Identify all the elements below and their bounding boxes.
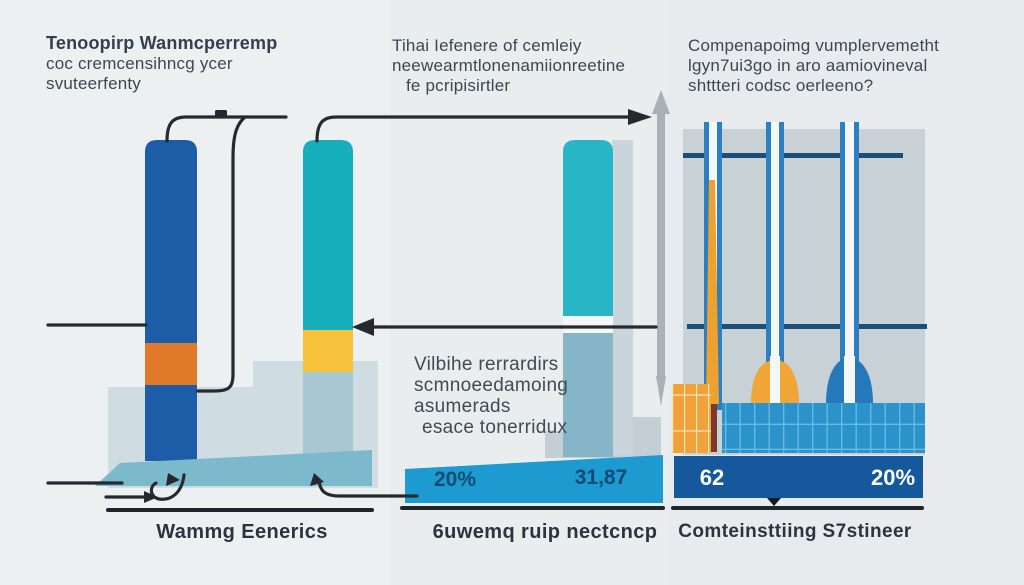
bar-teal <box>303 140 353 454</box>
vertical-range-arrow-icon <box>652 90 670 406</box>
background-column <box>612 140 633 455</box>
mosaic-orange <box>672 384 711 453</box>
note-top-left-line3: svuteerfenty <box>46 74 142 93</box>
wire-connector-tick <box>215 110 227 118</box>
wire-bar1-top <box>165 115 288 143</box>
bar-cyan-body <box>563 140 613 316</box>
small-arrow-down-icon <box>166 473 180 486</box>
note-middle: Vilbihe rerrardirs scmnoeedamoing asumer… <box>414 354 624 438</box>
bar-teal-submerged <box>303 372 353 454</box>
note-middle-line2: scmnoeedamoing <box>414 375 569 396</box>
mosaic-blue <box>722 403 925 453</box>
note-top-right: Compenapoimg vumplervemetht lgyn7ui3go i… <box>688 36 988 96</box>
right-banner-notch <box>767 498 781 506</box>
vertical-arrow-head-down <box>656 376 666 406</box>
note-top-middle-line3: fe pcripisirtler <box>406 76 511 95</box>
caption-right: Comteinsttiing S7stineer <box>678 521 912 542</box>
panel-line-top <box>683 153 903 158</box>
small-arrow-up-icon <box>310 473 324 486</box>
panel-line-bottom <box>687 324 927 329</box>
wires <box>46 115 658 501</box>
thermometer-maroon-tip <box>708 404 717 452</box>
thermometer-orange-wall-right <box>717 122 722 410</box>
thermometer-orange-fill <box>706 180 719 404</box>
note-top-right-line3: shttteri codsc oerleeno? <box>688 76 874 95</box>
thermometer-yellow-wall-right <box>779 122 784 364</box>
vertical-arrow-shaft <box>657 112 665 378</box>
middle-banner-left-value: 20% <box>433 468 477 491</box>
bulb-blue-stripe <box>844 356 855 404</box>
bar-orange-segment <box>145 343 197 385</box>
bar-dark-blue-body <box>145 140 197 461</box>
note-middle-line3: asumerads <box>414 396 511 417</box>
note-middle-line4: esace tonerridux <box>422 417 568 438</box>
note-top-left: Tenoopirp Wanmcperremp coc cremcensihncg… <box>46 33 306 94</box>
caption-middle: 6uwemq ruip nectcncp <box>432 521 658 543</box>
thermometer-yellow-tube <box>770 122 780 364</box>
note-top-left-line2: coc cremcensihncg ycer <box>46 54 233 73</box>
middle-banner-right-value: 31,87 <box>574 466 628 489</box>
thermometer-orange-wall-left <box>704 122 709 410</box>
bulb-yellow-stripe <box>770 356 780 404</box>
note-top-left-line1: Tenoopirp Wanmcperremp <box>46 33 278 53</box>
bar-teal-body <box>303 140 353 330</box>
bar-cyan-submerged <box>563 333 613 457</box>
note-top-middle: Tihai Iefenere of cemleiy neewearmtlonen… <box>392 36 672 96</box>
small-arrow-right-icon <box>144 491 158 503</box>
right-banner-right-value: 20% <box>870 465 916 490</box>
thermometer-blue-wall-right <box>854 122 859 368</box>
bar-dark-blue <box>145 140 197 461</box>
note-top-right-line1: Compenapoimg vumplervemetht <box>688 36 940 55</box>
squiggle-curl <box>149 473 186 501</box>
thermometer-blue-tube <box>844 122 855 368</box>
note-top-middle-line2: neewearmtlonenamiionreetine <box>392 56 626 75</box>
wire-arrowheads <box>144 109 652 503</box>
caption-left: Wammg Eenerics <box>156 521 328 543</box>
thermometer-panel <box>683 129 925 455</box>
bar-cyan-gap <box>563 316 613 333</box>
vertical-arrow-head-up <box>652 90 670 114</box>
note-top-right-line2: lgyn7ui3go in aro aamiovineval <box>688 56 928 75</box>
note-top-middle-line1: Tihai Iefenere of cemleiy <box>392 36 582 55</box>
arrow-left-icon <box>352 318 374 336</box>
bar-yellow-segment <box>303 330 353 372</box>
wire-bar2-top <box>315 115 632 143</box>
wire-branch-down <box>196 116 246 393</box>
right-banner <box>674 456 923 498</box>
baselines <box>106 506 924 512</box>
thermometer-orange <box>704 122 722 452</box>
thermometer-yellow-wall-left <box>766 122 771 364</box>
hook-to-banner <box>317 478 419 498</box>
middle-banner <box>405 455 663 503</box>
arrow-right-icon <box>628 109 652 125</box>
ground-wedge <box>95 450 372 486</box>
bar-cyan <box>563 140 613 457</box>
thermometer-yellow-bulb <box>751 122 799 404</box>
right-banner-left-value: 62 <box>699 465 725 490</box>
thermometer-blue-wall-left <box>840 122 845 368</box>
note-middle-line1: Vilbihe rerrardirs <box>414 354 559 375</box>
